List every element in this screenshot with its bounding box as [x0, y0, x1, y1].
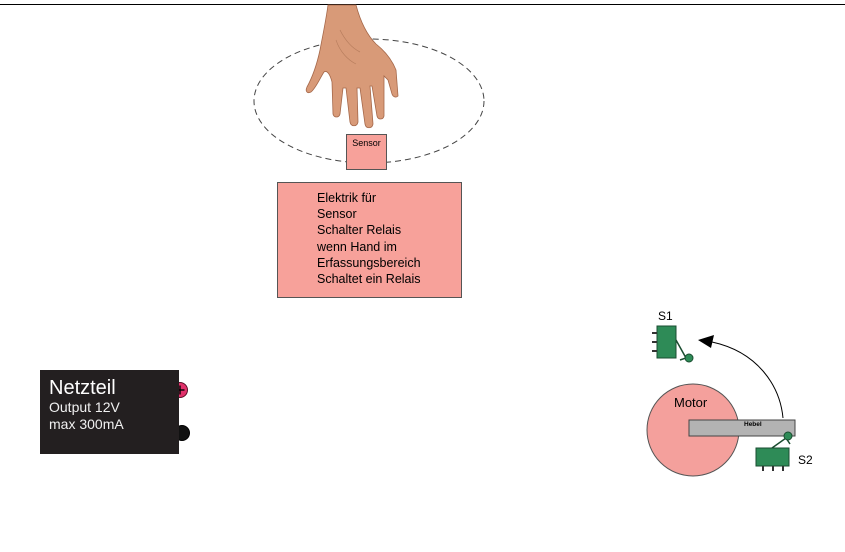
electronics-box: Elektrik für Sensor Schalter Relais wenn… [277, 182, 462, 298]
electronics-line: Erfassungsbereich [317, 255, 421, 270]
power-supply-output: Output 12V [49, 399, 120, 415]
rotation-arrow [698, 335, 784, 419]
microswitch-s2-icon [755, 431, 793, 471]
microswitch-s1-icon [652, 325, 694, 363]
lever-bar [688, 419, 796, 437]
top-border-line [0, 4, 845, 5]
sensor-label: Sensor [352, 138, 381, 148]
lever-label: Hebel [744, 421, 762, 428]
electronics-line: Schalter Relais [317, 223, 402, 238]
electronics-line: Schaltet ein Relais [317, 272, 421, 287]
power-supply-max: max 300mA [49, 416, 124, 432]
switch-s2-label: S2 [798, 453, 813, 467]
hand-icon [305, 4, 399, 129]
power-supply-block: Netzteil Output 12V max 300mA [40, 370, 179, 454]
switch-s1-label: S1 [658, 309, 673, 323]
electronics-line: Sensor [317, 207, 357, 222]
power-supply-title: Netzteil [49, 377, 116, 399]
sensor-box: Sensor [346, 134, 387, 170]
motor-label: Motor [674, 395, 708, 410]
electronics-line: Elektrik für [317, 191, 377, 205]
electronics-line: wenn Hand im [317, 239, 397, 254]
